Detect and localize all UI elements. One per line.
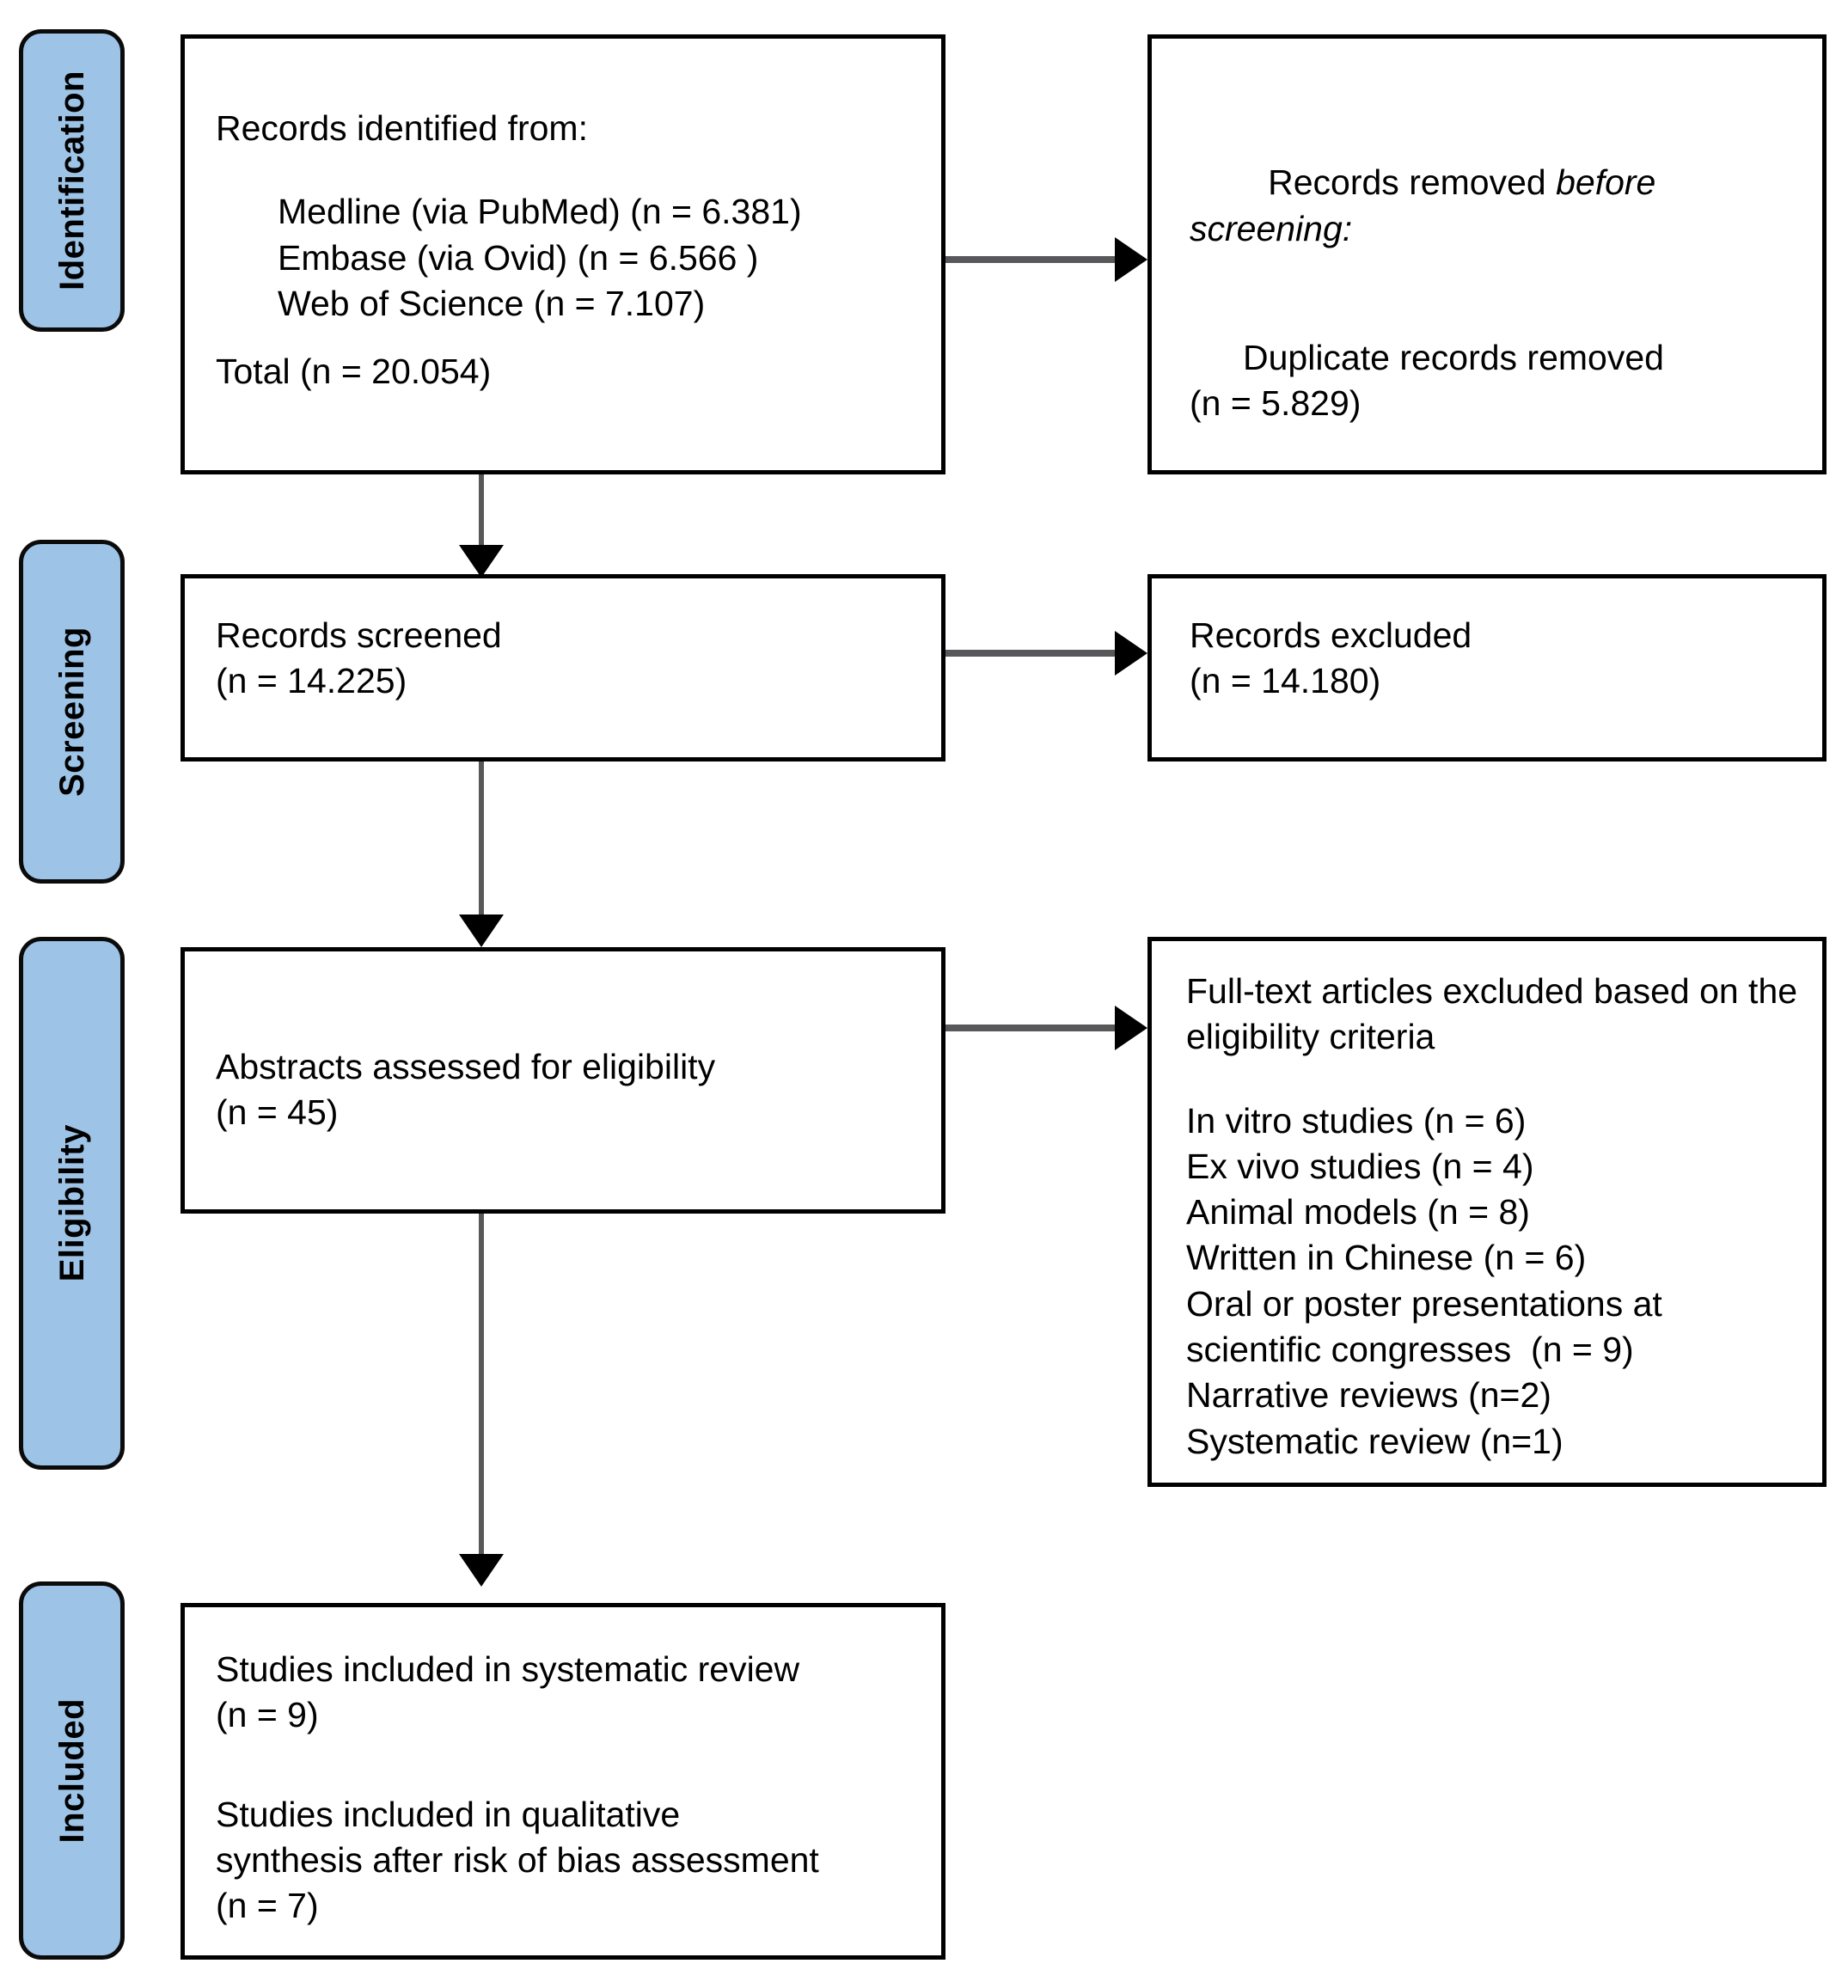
stage-pill-screening: Screening xyxy=(19,540,125,884)
exclusion-reason-animal-models: Animal models (n = 8) xyxy=(1186,1192,1530,1233)
stage-label-screening: Screening xyxy=(52,627,91,797)
source-medline: Medline (via PubMed) (n = 6.381) xyxy=(278,192,802,232)
exclusion-reason-oral-poster-presentations: Oral or poster presentations at scientif… xyxy=(1186,1283,1673,1370)
identified-total: Total (n = 20.054) xyxy=(216,352,492,392)
stage-pill-identification: Identification xyxy=(19,29,125,332)
records-excluded-count: (n = 14.180) xyxy=(1190,661,1381,701)
exclusion-reason-written-in-chinese: Written in Chinese (n = 6) xyxy=(1186,1238,1587,1278)
box-fulltext-excluded: Full-text articles excluded based on the… xyxy=(1147,937,1827,1487)
duplicate-records-removed-count: (n = 5.829) xyxy=(1190,383,1362,424)
fulltext-excluded-heading: Full-text articles excluded based on the… xyxy=(1186,971,1808,1057)
included-systematic-count: (n = 9) xyxy=(216,1695,319,1735)
arrow-shaft xyxy=(945,256,1117,263)
exclusion-reason-ex-vivo: Ex vivo studies (n = 4) xyxy=(1186,1146,1534,1186)
box-records-identified: Records identified from: Medline (via Pu… xyxy=(181,34,945,474)
arrow-head xyxy=(459,545,504,578)
included-qualitative-label-line2: synthesis after risk of bias assessment xyxy=(216,1839,819,1880)
stage-pill-eligibility: Eligibility xyxy=(19,937,125,1470)
arrow-head xyxy=(459,1554,504,1587)
records-removed-heading-italic: before screening xyxy=(1190,162,1666,248)
records-screened-count: (n = 14.225) xyxy=(216,661,407,701)
arrow-shaft xyxy=(479,762,484,918)
arrow-head xyxy=(1115,237,1147,282)
arrow-head xyxy=(459,914,504,947)
abstracts-assessed-label: Abstracts assessed for eligibility xyxy=(216,1047,716,1086)
records-excluded-label: Records excluded xyxy=(1190,615,1472,655)
exclusion-reason-systematic-review: Systematic review (n=1) xyxy=(1186,1421,1563,1461)
records-removed-heading: Records removed before screening: xyxy=(1190,114,1800,297)
records-removed-heading-colon: : xyxy=(1342,208,1353,248)
source-embase: Embase (via Ovid) (n = 6.566 ) xyxy=(278,237,759,278)
box-records-excluded: Records excluded (n = 14.180) xyxy=(1147,574,1827,762)
arrow-shaft xyxy=(479,1214,484,1557)
arrow-shaft xyxy=(945,650,1117,657)
stage-pill-included: Included xyxy=(19,1581,125,1960)
included-qualitative-label-line1: Studies included in qualitative xyxy=(216,1794,681,1834)
stage-label-identification: Identification xyxy=(52,70,91,291)
box-records-screened: Records screened (n = 14.225) xyxy=(181,574,945,762)
arrow-shaft xyxy=(479,474,484,548)
arrow-shaft xyxy=(945,1025,1117,1031)
duplicate-records-removed-label: Duplicate records removed xyxy=(1243,338,1664,378)
records-screened-label: Records screened xyxy=(216,615,502,655)
box-records-removed-before-screening: Records removed before screening: Duplic… xyxy=(1147,34,1827,474)
exclusion-reason-narrative-reviews: Narrative reviews (n=2) xyxy=(1186,1375,1551,1416)
arrow-head xyxy=(1115,1006,1147,1050)
abstracts-assessed-count: (n = 45) xyxy=(216,1092,339,1133)
records-identified-heading: Records identified from: xyxy=(216,108,588,148)
stage-label-eligibility: Eligibility xyxy=(52,1124,91,1282)
arrow-head xyxy=(1115,631,1147,676)
box-abstracts-assessed: Abstracts assessed for eligibility (n = … xyxy=(181,947,945,1214)
exclusion-reason-in-vitro: In vitro studies (n = 6) xyxy=(1186,1100,1527,1141)
included-qualitative-count: (n = 7) xyxy=(216,1886,319,1926)
included-systematic-label: Studies included in systematic review xyxy=(216,1649,800,1689)
records-removed-heading-plain: Records removed xyxy=(1268,162,1557,203)
stage-label-included: Included xyxy=(52,1697,91,1844)
box-studies-included: Studies included in systematic review (n… xyxy=(181,1603,945,1960)
source-web-of-science: Web of Science (n = 7.107) xyxy=(278,283,706,323)
